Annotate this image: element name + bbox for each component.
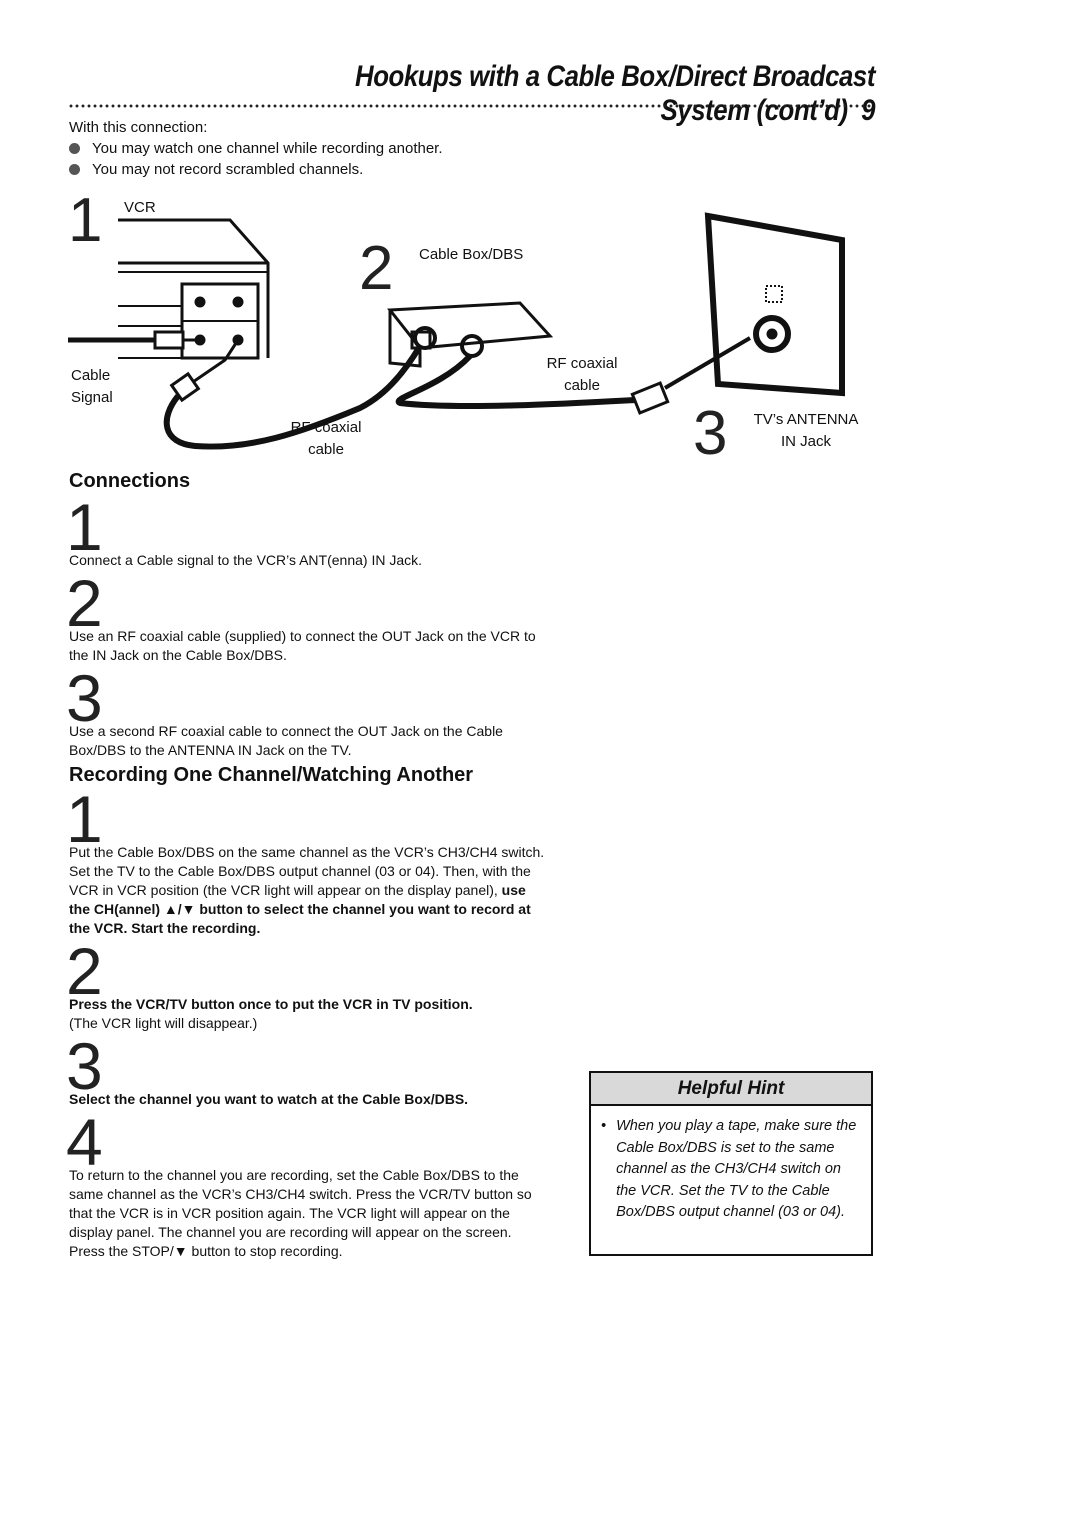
tv-jack-label-line1: TV’s ANTENNA	[753, 411, 859, 428]
cable-signal-label-line2: Signal	[71, 389, 113, 406]
cable-box-illustration	[387, 301, 554, 368]
recording-step-text: Select the channel you want to watch at …	[69, 1090, 549, 1109]
helpful-hint-body: • When you play a tape, make sure the Ca…	[591, 1106, 871, 1224]
intro-lead: With this connection:	[69, 119, 208, 136]
cable-signal-label-line1: Cable	[71, 367, 111, 384]
cable-signal-label: Cable Signal	[71, 365, 113, 409]
recording-step-number: 1	[66, 782, 103, 856]
recording-step-number: 2	[66, 934, 103, 1008]
intro-bullet: You may watch one channel while recordin…	[69, 138, 443, 159]
bullet-icon	[69, 164, 80, 175]
rf-cable-label-left-line1: RF coaxial	[290, 419, 362, 436]
rf-cable-label-right: RF coaxial cable	[544, 353, 620, 397]
connections-step-text: Connect a Cable signal to the VCR’s ANT(…	[69, 552, 423, 568]
cable-box-label: Cable Box/DBS	[419, 246, 524, 263]
helpful-hint-title: Helpful Hint	[591, 1073, 871, 1106]
helpful-hint-box: Helpful Hint • When you play a tape, mak…	[589, 1071, 873, 1256]
page-title: Hookups with a Cable Box/Direct Broadcas…	[260, 60, 875, 128]
connections-step-text: Use a second RF coaxial cable to connect…	[69, 723, 503, 758]
recording-step-text: Put the Cable Box/DBS on the same channe…	[69, 843, 549, 938]
recording-step2-plain: (The VCR light will disappear.)	[69, 1015, 258, 1031]
rf-cable-label-left-line2: cable	[308, 441, 344, 458]
bullet-icon	[69, 143, 80, 154]
hookup-illustration	[68, 212, 845, 450]
rf-cable-2	[395, 336, 752, 415]
recording-heading: Recording One Channel/Watching Another	[69, 764, 474, 786]
tv-jack-label-line2: IN Jack	[780, 433, 831, 450]
connections-step-number: 2	[66, 566, 103, 640]
rf-cable-label-right-line2: cable	[564, 377, 600, 394]
connections-step-number: 1	[66, 490, 103, 564]
hint-bullet-icon: •	[601, 1118, 607, 1134]
tv-jack-label: TV’s ANTENNA IN Jack	[741, 409, 871, 453]
intro-bullet-text: You may watch one channel while recordin…	[92, 140, 443, 157]
recording-step2-bold: Press the VCR/TV button once to put the …	[69, 996, 473, 1012]
diagram-number-2: 2	[359, 234, 394, 303]
cable-signal-line	[68, 330, 200, 350]
tv-antenna-plate	[704, 212, 845, 397]
recording-step-number: 4	[66, 1105, 103, 1179]
vcr-illustration	[118, 218, 270, 360]
dotted-divider	[68, 103, 873, 109]
connections-step-number: 3	[66, 661, 103, 735]
intro-block: With this connection: You may watch one …	[69, 117, 443, 180]
recording-step-text: To return to the channel you are recordi…	[69, 1167, 532, 1259]
recording-step3-bold: Select the channel you want to watch at …	[69, 1091, 469, 1107]
helpful-hint-text: When you play a tape, make sure the Cabl…	[616, 1118, 857, 1220]
connections-step-text: Use an RF coaxial cable (supplied) to co…	[69, 628, 536, 663]
recording-step-text: Press the VCR/TV button once to put the …	[69, 995, 549, 1033]
diagram-number-3: 3	[693, 399, 728, 468]
intro-bullet-text: You may not record scrambled channels.	[92, 161, 364, 178]
connections-heading: Connections	[69, 470, 191, 492]
diagram-number-1: 1	[68, 186, 103, 255]
hookup-diagram: 1 VCR 2 Cable Box/DBS Cable Signal RF co…	[60, 188, 880, 468]
intro-bullet: You may not record scrambled channels.	[69, 159, 443, 180]
page-title-text: Hookups with a Cable Box/Direct Broadcas…	[355, 60, 875, 127]
page-number: 9	[861, 94, 875, 127]
recording-step1-bold: use the CH(annel) ▲/▼ button to select t…	[69, 882, 531, 936]
rf-cable-label-left: RF coaxial cable	[288, 417, 364, 461]
recording-step1-plain: Put the Cable Box/DBS on the same channe…	[69, 844, 545, 898]
recording-step-number: 3	[66, 1029, 103, 1103]
rf-cable-label-right-line1: RF coaxial	[546, 355, 618, 372]
vcr-label: VCR	[124, 199, 156, 216]
